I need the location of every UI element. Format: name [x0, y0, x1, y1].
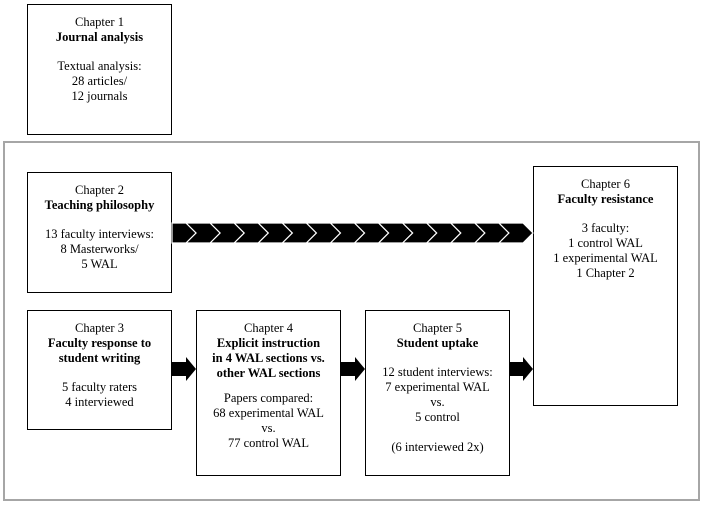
chapter-number: Chapter 3	[75, 321, 124, 335]
chapter-detail: Papers compared:	[223, 391, 314, 405]
chapter-detail: 5 faculty raters	[62, 380, 137, 394]
chapter-4-box: Chapter 4 Explicit instruction in 4 WAL …	[196, 310, 341, 476]
chapter-number: Chapter 6	[581, 177, 630, 191]
chapter-detail: 12 journals	[71, 89, 128, 103]
chapter-detail: 7 experimental WAL	[385, 380, 490, 394]
chapter-detail: (6 interviewed 2x)	[391, 440, 484, 454]
chapter-detail: 5 control	[415, 410, 460, 424]
chapter-detail: 3 faculty:	[581, 221, 630, 235]
chapter-detail: 68 experimental WAL	[213, 406, 324, 420]
chapter-detail: 1 Chapter 2	[576, 266, 635, 280]
chapter-3-box: Chapter 3 Faculty response to student wr…	[27, 310, 172, 430]
chapter-detail: 13 faculty interviews:	[45, 227, 154, 241]
chapter-title: Faculty resistance	[557, 192, 654, 206]
chapter-6-box: Chapter 6 Faculty resistance 3 faculty: …	[533, 166, 678, 406]
chapter-detail: vs.	[261, 421, 276, 435]
chapter-detail: 12 student interviews:	[382, 365, 493, 379]
chevron-arrow-row	[171, 222, 534, 244]
chapter-number: Chapter 4	[244, 321, 293, 335]
chapter-detail: 77 control WAL	[227, 436, 309, 450]
chapter-detail: 1 experimental WAL	[553, 251, 658, 265]
chapter-detail: 5 WAL	[81, 257, 118, 271]
chapter-5-box: Chapter 5 Student uptake 12 student inte…	[365, 310, 510, 476]
chapter-title: other WAL sections	[216, 366, 321, 380]
chapter-detail: 4 interviewed	[65, 395, 134, 409]
chapter-number: Chapter 5	[413, 321, 462, 335]
arrow-ch4-to-ch5	[341, 357, 365, 381]
chapter-title: Student uptake	[396, 336, 479, 350]
chapter-detail: 1 control WAL	[568, 236, 643, 250]
chapter-title: Explicit instruction	[216, 336, 321, 350]
chapter-title: student writing	[58, 351, 141, 365]
arrow-ch3-to-ch4	[172, 357, 196, 381]
chapter-detail: 8 Masterworks/	[60, 242, 139, 256]
research-design-frame	[3, 141, 700, 501]
chapter-title: Faculty response to	[47, 336, 152, 350]
chapter-number: Chapter 1	[75, 15, 124, 29]
chapter-detail: 28 articles/	[71, 74, 128, 88]
chapter-number: Chapter 2	[75, 183, 124, 197]
chapter-1-box: Chapter 1 Journal analysis Textual analy…	[27, 4, 172, 135]
chapter-title: in 4 WAL sections vs.	[212, 351, 325, 365]
chapter-detail: Textual analysis:	[57, 59, 142, 73]
chapter-title: Journal analysis	[55, 30, 144, 44]
chapter-detail: vs.	[430, 395, 445, 409]
chapter-title: Teaching philosophy	[44, 198, 155, 212]
arrow-ch5-to-ch6	[510, 357, 533, 381]
chevron-segment	[497, 222, 534, 244]
